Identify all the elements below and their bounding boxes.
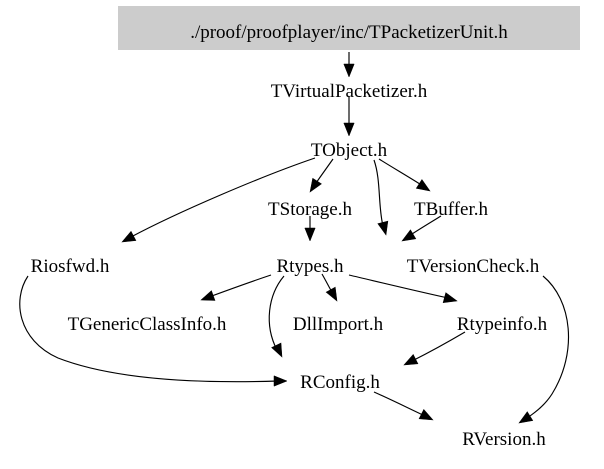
edge-line	[130, 157, 316, 238]
edges-layer	[19, 52, 570, 424]
edge-rtypes-to-dllimport	[321, 273, 338, 302]
node-label: Rtypeinfo.h	[457, 314, 548, 335]
graph-node-rversion[interactable]: RVersion.h	[462, 429, 546, 450]
arrow-head-icon	[401, 229, 417, 242]
node-label: ./proof/proofplayer/inc/TPacketizerUnit.…	[190, 22, 508, 43]
edge-tobject-to-tbuffer	[378, 158, 431, 192]
arrow-head-icon	[121, 230, 137, 243]
arrow-head-icon	[343, 63, 355, 78]
node-label: TObject.h	[311, 140, 388, 161]
graph-node-rtypes[interactable]: Rtypes.h	[276, 256, 344, 277]
edge-line	[208, 274, 272, 298]
arrow-head-icon	[325, 286, 338, 302]
edge-rtypes-to-rtypeinfo	[348, 274, 458, 303]
arrow-head-icon	[271, 342, 283, 358]
edge-tversion-to-rversion	[518, 275, 570, 424]
graph-node-riosfwd[interactable]: Riosfwd.h	[31, 256, 110, 277]
edge-line	[373, 159, 384, 227]
edge-tbuffer-to-tversion	[401, 215, 442, 242]
edge-riosfwd-to-rconfig	[19, 275, 288, 387]
arrow-head-icon	[273, 375, 288, 387]
edge-line	[348, 274, 449, 299]
arrow-head-icon	[403, 354, 419, 366]
edge-line	[411, 331, 466, 362]
edge-tvirtual-to-tobject	[343, 97, 355, 137]
edge-rtypes-to-tgeneric	[200, 274, 272, 301]
graph-node-tvirtual[interactable]: TVirtualPacketizer.h	[271, 81, 428, 102]
graph-node-rconfig[interactable]: RConfig.h	[300, 372, 380, 393]
edge-tstorage-to-rtypes	[304, 216, 316, 242]
arrow-head-icon	[442, 292, 458, 303]
graph-node-tversion[interactable]: TVersionCheck.h	[407, 256, 540, 277]
arrow-head-icon	[518, 411, 534, 424]
edge-rconfig-to-rversion	[373, 391, 434, 421]
node-label: DllImport.h	[293, 314, 384, 335]
node-label: TVirtualPacketizer.h	[271, 81, 428, 102]
node-label: Rtypes.h	[276, 256, 344, 277]
edge-line	[19, 275, 279, 383]
arrow-head-icon	[415, 179, 431, 192]
graph-node-dllimport[interactable]: DllImport.h	[293, 314, 384, 335]
edge-tobject-to-riosfwd	[121, 157, 316, 243]
edge-tobject-to-tversion	[373, 159, 389, 236]
arrow-head-icon	[377, 220, 389, 236]
node-label: RVersion.h	[462, 429, 546, 450]
edge-root-to-tvirtual	[343, 52, 355, 78]
node-label: TGenericClassInfo.h	[68, 314, 227, 335]
node-label: RConfig.h	[300, 372, 380, 393]
node-label: TVersionCheck.h	[407, 256, 540, 277]
arrow-head-icon	[309, 177, 322, 193]
edge-line	[526, 275, 570, 419]
graph-node-tobject[interactable]: TObject.h	[311, 140, 388, 161]
arrow-head-icon	[343, 122, 355, 137]
graph-node-rtypeinfo[interactable]: Rtypeinfo.h	[457, 314, 548, 335]
edge-rtypeinfo-to-rconfig	[403, 331, 466, 366]
graph-node-root[interactable]: ./proof/proofplayer/inc/TPacketizerUnit.…	[118, 6, 580, 50]
node-label: TStorage.h	[268, 199, 352, 220]
edge-line	[268, 275, 285, 351]
arrow-head-icon	[418, 409, 434, 421]
node-label: Riosfwd.h	[31, 256, 110, 277]
graph-node-tstorage[interactable]: TStorage.h	[268, 199, 352, 220]
arrow-head-icon	[304, 227, 316, 242]
node-highlight-box	[118, 6, 580, 50]
graph-node-tgeneric[interactable]: TGenericClassInfo.h	[68, 314, 227, 335]
nodes-layer: ./proof/proofplayer/inc/TPacketizerUnit.…	[31, 6, 580, 450]
edge-tobject-to-tstorage	[309, 158, 334, 193]
node-label: TBuffer.h	[414, 199, 489, 220]
edge-line	[373, 391, 426, 417]
edge-line	[378, 158, 424, 187]
graph-node-tbuffer[interactable]: TBuffer.h	[414, 199, 489, 220]
arrow-head-icon	[200, 290, 216, 301]
edge-rtypes-to-rconfig	[268, 275, 285, 358]
